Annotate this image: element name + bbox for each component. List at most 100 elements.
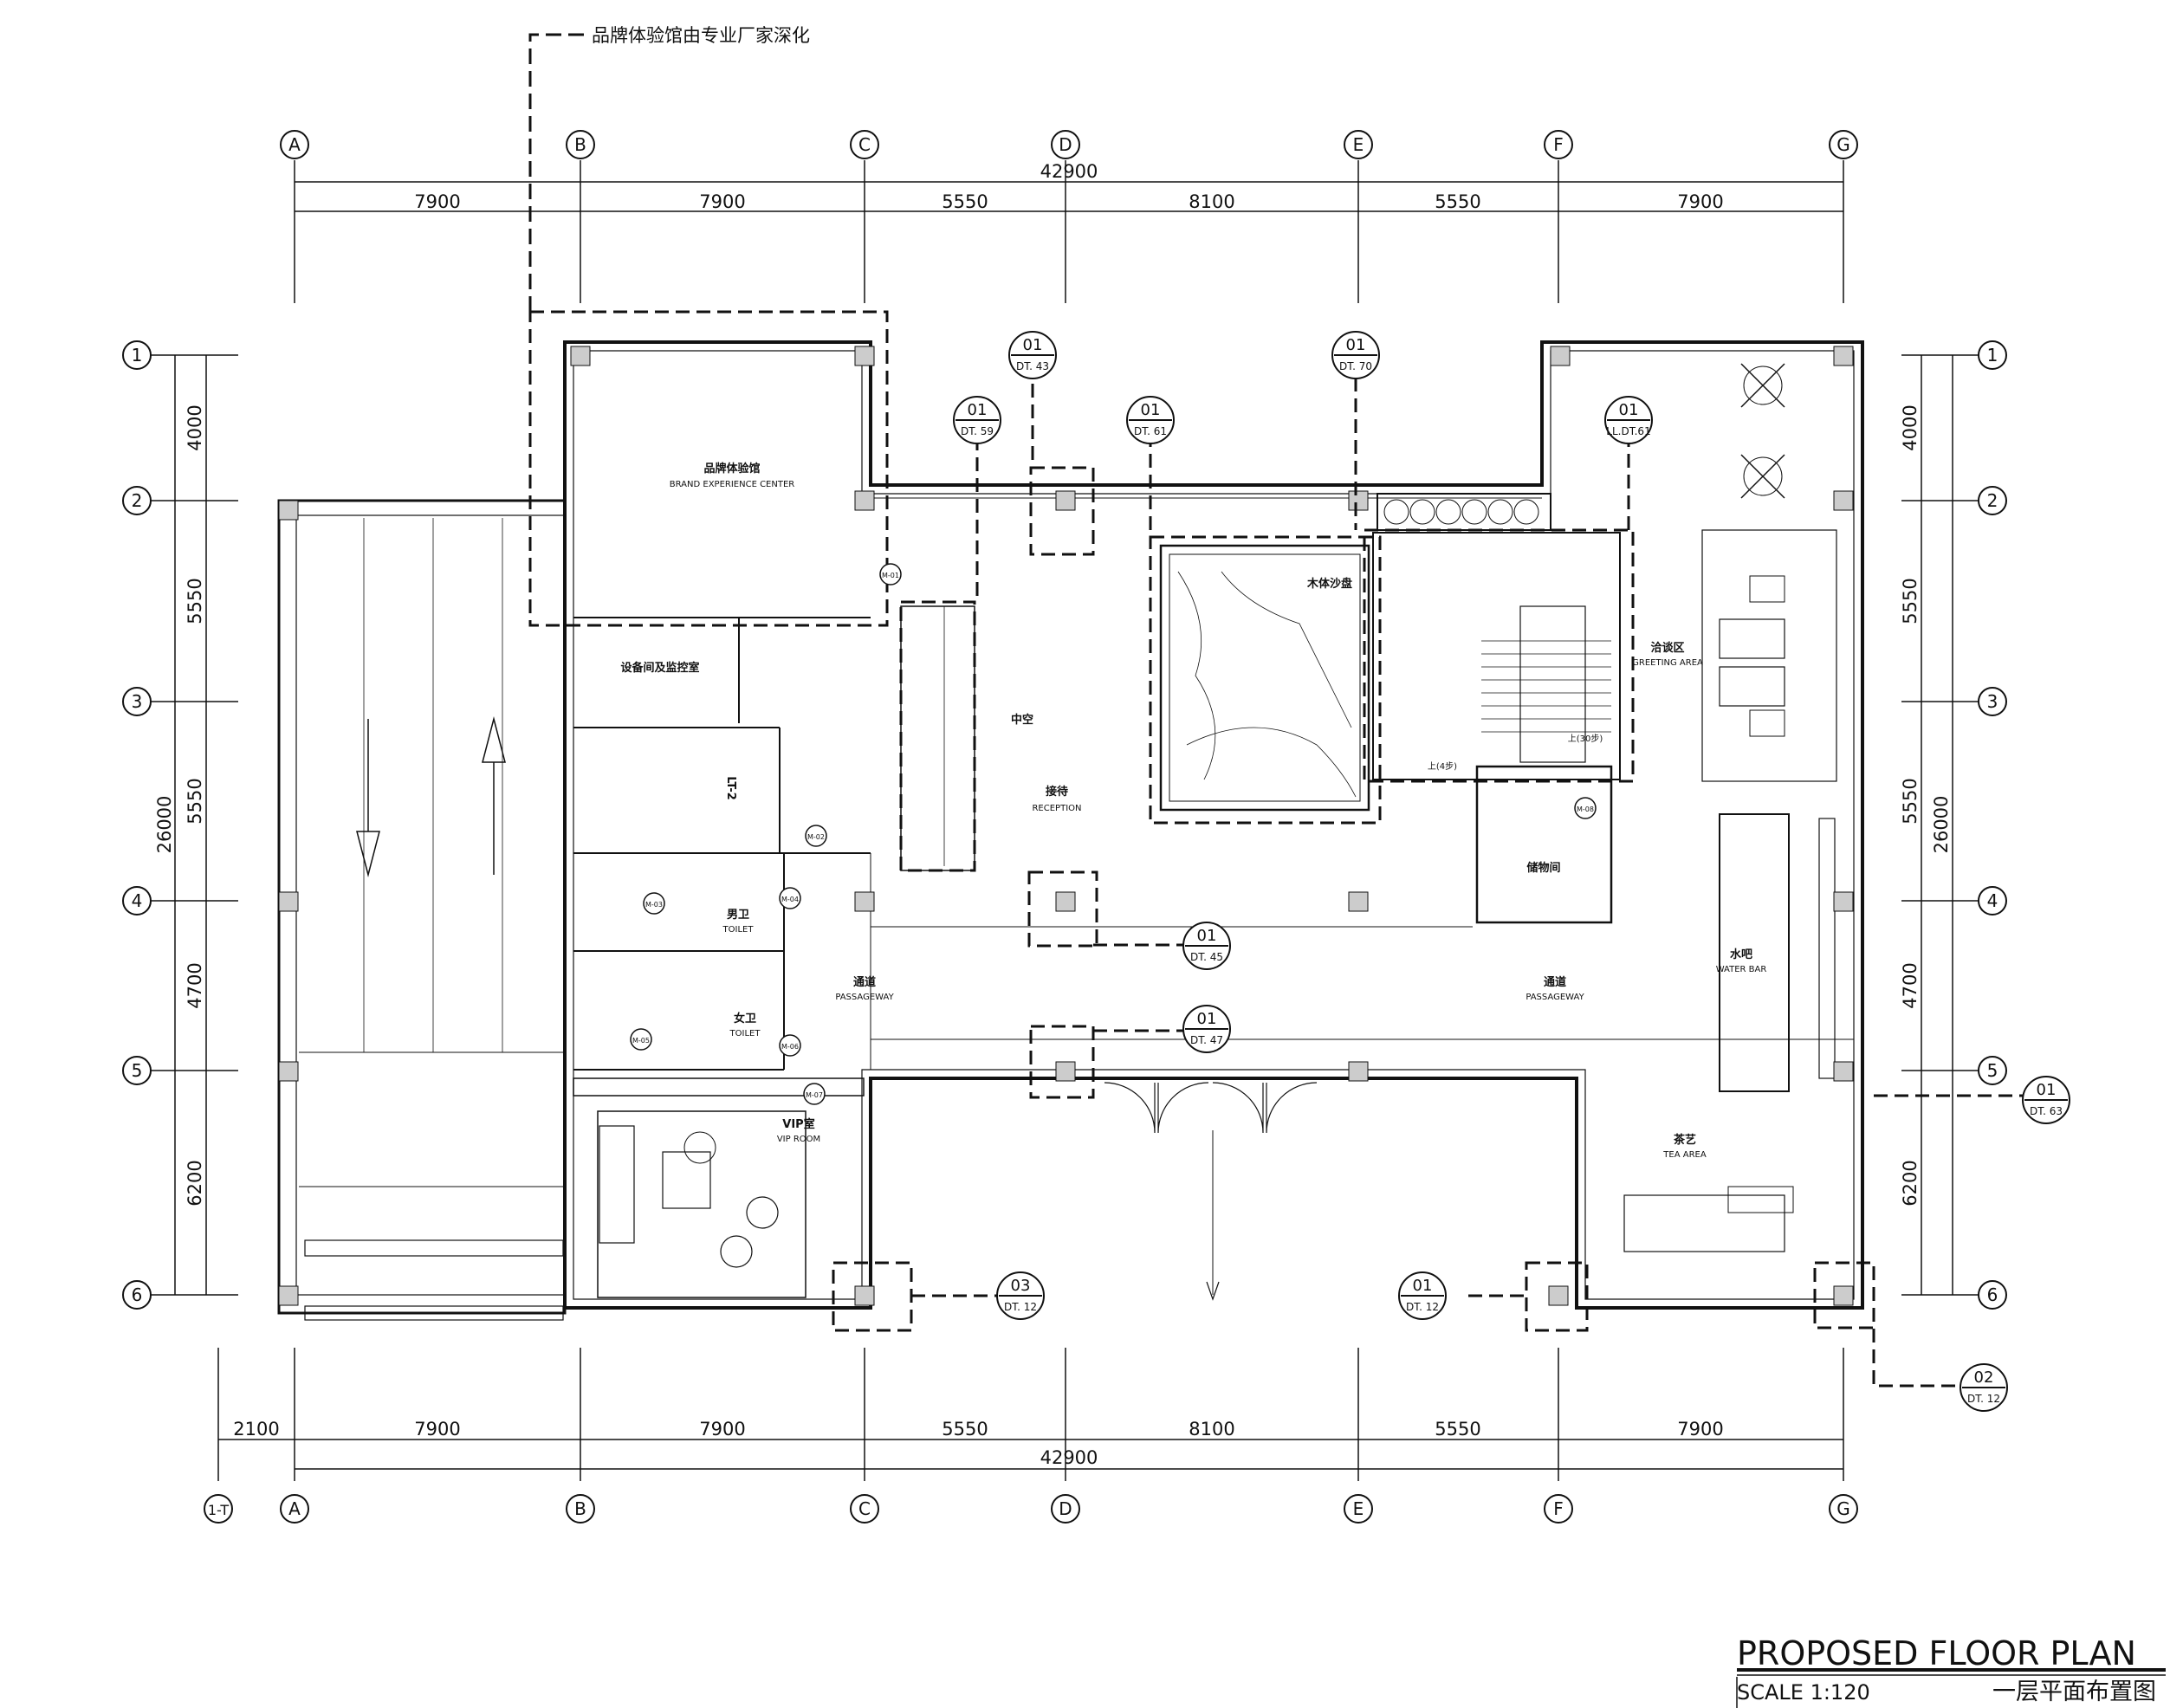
room-tea-en: TEA AREA (1662, 1150, 1707, 1160)
drawing-scale: SCALE 1:120 (1737, 1680, 1870, 1705)
grid-label-a: A (288, 134, 301, 155)
room-brand-hall-en: BRAND EXPERIENCE CENTER (670, 480, 795, 489)
grid-label-2: 2 (132, 490, 143, 511)
grid-label-2-right: 2 (1987, 490, 1998, 511)
ref-1-bot: DT. 43 (1016, 360, 1049, 372)
left-span-2: 5550 (185, 578, 205, 624)
ref-10-bot: DT. 12 (1406, 1301, 1439, 1313)
detail-callout-boxes (528, 310, 2023, 1388)
grid-label-4-right: 4 (1987, 890, 1998, 911)
door-tag-8: M-08 (1577, 805, 1594, 813)
door-tag-2: M-02 (807, 833, 825, 841)
room-reception-en: RECEPTION (1032, 804, 1081, 813)
bottom-span-5: 8100 (1189, 1419, 1234, 1440)
bottom-total-dimension: 42900 (1040, 1447, 1098, 1468)
right-span-5: 6200 (1900, 1160, 1921, 1206)
top-total-dimension: 42900 (1040, 161, 1098, 182)
right-span-1: 4000 (1900, 404, 1921, 450)
bottom-span-3: 7900 (699, 1419, 745, 1440)
bottom-dimension-chain (217, 1348, 1844, 1481)
left-span-4: 4700 (185, 962, 205, 1008)
room-tea: 茶艺 (1674, 1133, 1696, 1147)
left-total-dimension: 26000 (154, 796, 175, 854)
top-dimension-chain (294, 160, 1844, 303)
top-span-2: 7900 (699, 191, 745, 212)
ref-5-bot: LL.DT.61 (1606, 425, 1650, 437)
grid-label-e-bottom: E (1353, 1498, 1364, 1519)
grid-label-c-bottom: C (858, 1498, 871, 1519)
detail-reference-bubbles (953, 331, 2070, 1412)
room-toilet-women: 女卫 (734, 1012, 756, 1025)
bottom-span-2: 7900 (414, 1419, 460, 1440)
grid-label-g: G (1836, 134, 1850, 155)
grid-label-e: E (1353, 134, 1364, 155)
grid-label-5-right: 5 (1987, 1060, 1998, 1081)
top-span-1: 7900 (414, 191, 460, 212)
grid-label-b: B (574, 134, 586, 155)
room-greeting-en: GREETING AREA (1632, 658, 1703, 668)
grid-label-1-right: 1 (1987, 345, 1998, 366)
grid-label-b-bottom: B (574, 1498, 586, 1519)
bottom-span-6: 5550 (1435, 1419, 1480, 1440)
building-outline (277, 340, 1864, 1321)
bottom-span-4: 5550 (942, 1419, 988, 1440)
ref-9-top: 03 (1011, 1277, 1031, 1295)
top-span-5: 5550 (1435, 191, 1480, 212)
ref-11-bot: DT. 12 (1967, 1393, 2000, 1405)
grid-label-1: 1 (132, 345, 143, 366)
grid-bubbles-top (280, 130, 1858, 159)
room-brand-hall: 品牌体验馆 (703, 462, 760, 476)
left-span-1: 4000 (185, 404, 205, 450)
grid-bubbles-left (122, 340, 152, 1310)
right-total-dimension: 26000 (1931, 796, 1952, 854)
ref-11-top: 02 (1974, 1368, 1994, 1387)
stair-up-label-2: 上(30步) (1568, 734, 1603, 744)
grid-label-3-right: 3 (1987, 691, 1998, 712)
door-tag-5: M-05 (632, 1037, 650, 1045)
design-note: 品牌体验馆由专业厂家深化 (528, 25, 810, 312)
grid-bubbles-bottom (204, 1494, 1858, 1524)
right-span-4: 4700 (1900, 962, 1921, 1008)
left-span-3: 5550 (185, 778, 205, 824)
ref-3-top: 01 (968, 401, 988, 419)
room-toilet-men: 男卫 (727, 909, 749, 922)
ref-6-bot: DT. 45 (1190, 951, 1223, 963)
grid-label-4: 4 (132, 890, 143, 911)
door-tags (630, 563, 1597, 1105)
bottom-span-7: 7900 (1677, 1419, 1723, 1440)
design-note-text: 品牌体验馆由专业厂家深化 (592, 25, 810, 46)
right-span-3: 5550 (1900, 778, 1921, 824)
ref-10-top: 01 (1413, 1277, 1433, 1295)
grid-label-f: F (1553, 134, 1564, 155)
ref-1-top: 01 (1023, 336, 1043, 354)
room-toilet-men-en: TOILET (722, 925, 755, 935)
room-passage-right: 通道 (1544, 975, 1566, 989)
room-atrium: 中空 (1011, 713, 1033, 727)
room-vip: VIP室 (782, 1117, 814, 1131)
top-span-3: 5550 (942, 191, 988, 212)
left-span-5: 6200 (185, 1160, 205, 1206)
ref-3-bot: DT. 59 (961, 425, 994, 437)
room-reception: 接待 (1046, 785, 1068, 799)
right-span-2: 5550 (1900, 578, 1921, 624)
door-tag-1: M-01 (882, 572, 899, 579)
room-storage: 储物间 (1526, 861, 1560, 875)
ref-8-top: 01 (2037, 1081, 2057, 1099)
room-passage-right-en: PASSAGEWAY (1526, 993, 1584, 1002)
grid-bubbles-right (1978, 340, 2007, 1310)
ref-8-bot: DT. 63 (2030, 1105, 2063, 1117)
door-tag-6: M-06 (781, 1043, 799, 1051)
drawing-title-cn: 一层平面布置图 (1992, 1679, 2156, 1705)
room-sandtable: 木体沙盘 (1306, 577, 1352, 591)
room-passage-left: 通道 (853, 975, 876, 989)
grid-label-d-bottom: D (1059, 1498, 1072, 1519)
ref-4-bot: DT. 61 (1134, 425, 1167, 437)
grid-label-g-bottom: G (1836, 1498, 1850, 1519)
stair-up-label-1: 上(4步) (1428, 761, 1457, 772)
grid-label-f-bottom: F (1553, 1498, 1564, 1519)
ref-7-top: 01 (1197, 1010, 1217, 1028)
room-water-bar: 水吧 (1730, 948, 1752, 961)
grid-label-d: D (1059, 134, 1072, 155)
bottom-span-1: 2100 (233, 1419, 279, 1440)
